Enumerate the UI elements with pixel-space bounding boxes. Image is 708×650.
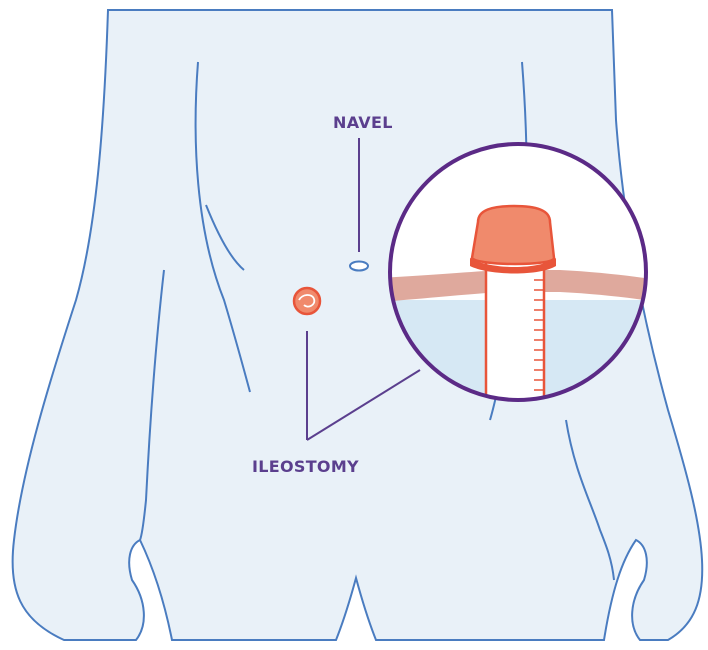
navel-label: NAVEL	[333, 113, 393, 132]
stoma-cap	[472, 206, 554, 264]
ileostomy-stoma	[294, 288, 320, 314]
navel-marker	[350, 262, 368, 271]
ileostomy-label: ILEOSTOMY	[252, 457, 359, 476]
